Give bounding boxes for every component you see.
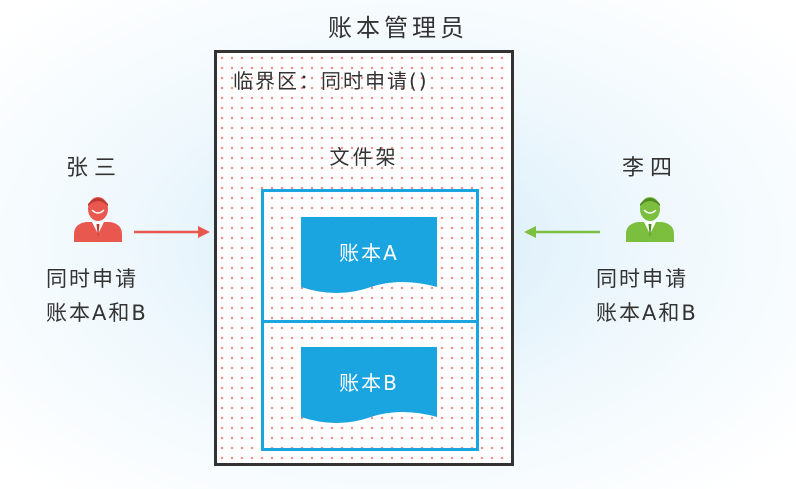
- ledger-b: 账本B: [301, 347, 437, 425]
- ledger-b-label: 账本B: [339, 371, 399, 395]
- left-person-name: 张三: [66, 156, 123, 181]
- file-shelf-label: 文件架: [329, 145, 399, 169]
- shelf-divider: [264, 320, 476, 323]
- right-person-name: 李四: [622, 156, 679, 181]
- account-manager-box: 临界区：同时申请() 文件架 账本A 账本B: [214, 50, 514, 466]
- left-arrow: [134, 226, 210, 238]
- right-arrow: [524, 226, 600, 238]
- ledger-a: 账本A: [301, 217, 437, 295]
- left-request-line1: 同时申请: [46, 267, 138, 291]
- diagram-title: 账本管理员: [328, 14, 468, 42]
- file-shelf: 账本A 账本B: [261, 189, 479, 451]
- left-request-line2: 账本A和B: [46, 301, 148, 325]
- person-icon-left: [70, 194, 126, 248]
- right-request-line2: 账本A和B: [596, 301, 698, 325]
- person-icon-right: [622, 194, 678, 248]
- right-request-line1: 同时申请: [596, 267, 688, 291]
- ledger-a-label: 账本A: [339, 241, 399, 265]
- critical-section-label: 临界区：同时申请(): [233, 69, 429, 93]
